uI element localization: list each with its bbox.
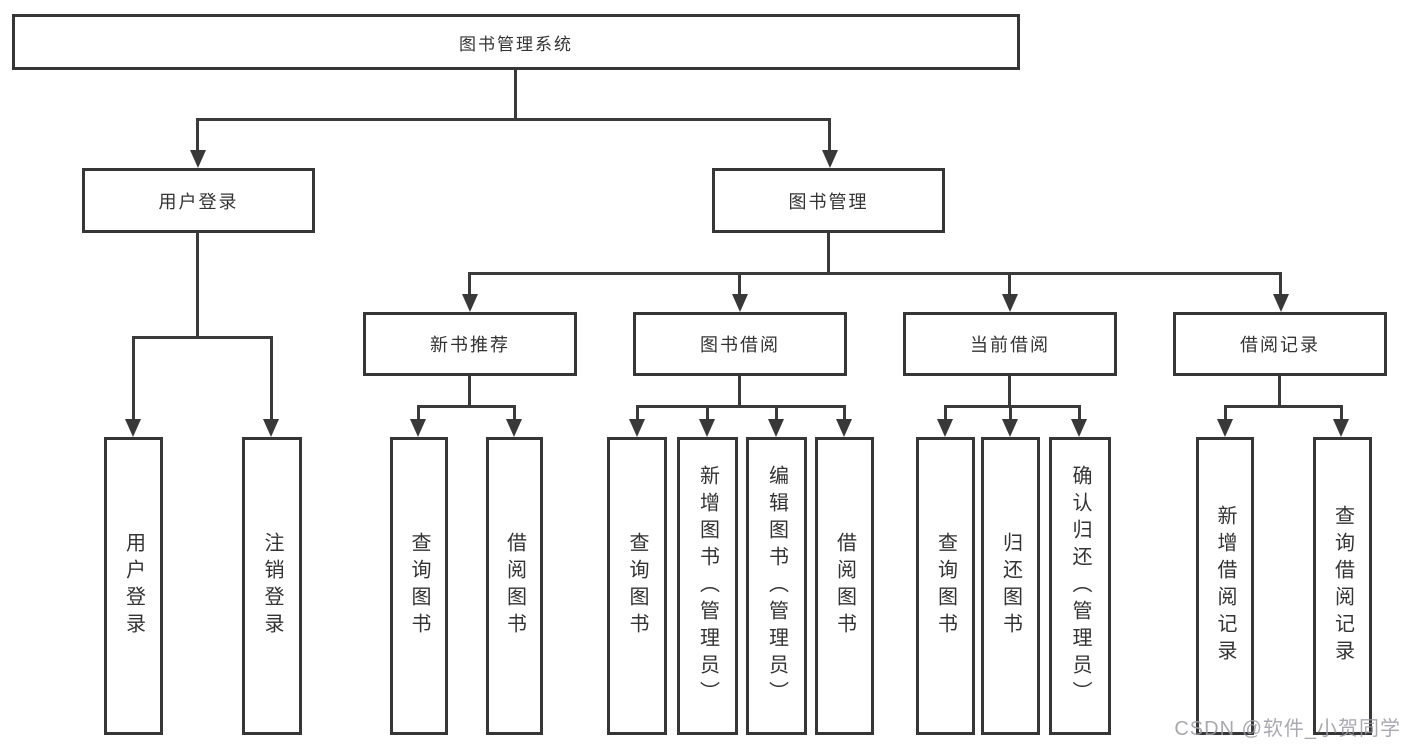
- arrow-down-icon: [937, 419, 953, 437]
- arrow-down-icon: [768, 419, 784, 437]
- arrow-down-icon: [1071, 419, 1087, 437]
- leaf-query-borrow-record: 查询借阅记录: [1313, 437, 1372, 735]
- leaf-add-books-admin: 新增图书（管理员）: [677, 437, 738, 735]
- connector-line: [1008, 376, 1011, 408]
- arrow-down-icon: [462, 294, 478, 312]
- arrow-down-icon: [1273, 294, 1289, 312]
- leaf-borrow-books-recommend-label: 借阅图书: [503, 532, 526, 640]
- arrow-down-icon: [1002, 419, 1018, 437]
- leaf-query-books-recommend-label: 查询图书: [408, 532, 430, 640]
- connector-line: [738, 272, 741, 296]
- node-book-management: 图书管理: [712, 168, 945, 233]
- connector-line: [196, 118, 830, 121]
- arrow-down-icon: [732, 294, 748, 312]
- connector-line: [196, 233, 199, 337]
- connector-line: [417, 405, 420, 421]
- connector-line: [944, 405, 947, 421]
- connector-line: [514, 70, 517, 118]
- arrow-down-icon: [125, 419, 141, 437]
- leaf-borrow-books: 借阅图书: [815, 437, 874, 735]
- arrow-down-icon: [836, 419, 852, 437]
- connector-line: [1279, 272, 1282, 296]
- arrow-down-icon: [263, 419, 279, 437]
- leaf-query-books-current-label: 查询图书: [934, 532, 957, 640]
- connector-line: [1008, 272, 1011, 296]
- leaf-query-books-borrow-label: 查询图书: [626, 532, 648, 640]
- leaf-confirm-return-admin-label: 确认归还（管理员）: [1069, 464, 1091, 708]
- arrow-down-icon: [190, 150, 206, 168]
- connector-line: [196, 118, 199, 152]
- leaf-add-borrow-record-label: 新增借阅记录: [1214, 505, 1236, 667]
- arrow-down-icon: [629, 419, 645, 437]
- connector-line: [738, 376, 741, 408]
- connector-line: [468, 272, 1282, 275]
- node-new-book-recommend: 新书推荐: [363, 312, 577, 376]
- arrow-down-icon: [410, 419, 426, 437]
- connector-line: [827, 233, 830, 273]
- leaf-edit-books-admin-label: 编辑图书（管理员）: [765, 464, 788, 708]
- connector-line: [417, 405, 516, 408]
- node-current-borrow: 当前借阅: [903, 312, 1117, 376]
- connector-line: [513, 405, 516, 421]
- node-root-library-system: 图书管理系统: [12, 14, 1020, 70]
- leaf-return-books-label: 归还图书: [999, 532, 1022, 640]
- connector-line: [944, 405, 1081, 408]
- leaf-borrow-books-label: 借阅图书: [833, 532, 856, 640]
- connector-line: [636, 405, 845, 408]
- arrow-down-icon: [699, 419, 715, 437]
- connector-line: [468, 272, 471, 296]
- leaf-query-books-recommend: 查询图书: [390, 437, 448, 735]
- connector-line: [843, 405, 846, 421]
- connector-line: [132, 336, 135, 421]
- connector-line: [636, 405, 639, 421]
- arrow-down-icon: [1002, 294, 1018, 312]
- leaf-add-borrow-record: 新增借阅记录: [1196, 437, 1254, 735]
- leaf-confirm-return-admin: 确认归还（管理员）: [1049, 437, 1111, 735]
- node-user-login: 用户登录: [82, 168, 315, 233]
- connector-line: [468, 376, 471, 408]
- connector-line: [132, 336, 272, 339]
- connector-line: [1340, 405, 1343, 421]
- connector-line: [706, 405, 709, 421]
- connector-line: [1224, 405, 1343, 408]
- leaf-return-books: 归还图书: [981, 437, 1040, 735]
- leaf-logout-login: 注销登录: [242, 437, 302, 735]
- node-book-borrow: 图书借阅: [633, 312, 847, 376]
- leaf-logout-login-label: 注销登录: [261, 532, 283, 640]
- connector-line: [1078, 405, 1081, 421]
- arrow-down-icon: [506, 419, 522, 437]
- leaf-query-borrow-record-label: 查询借阅记录: [1331, 505, 1354, 667]
- connector-line: [270, 336, 273, 421]
- connector-line: [1278, 376, 1281, 408]
- connector-line: [775, 405, 778, 421]
- arrow-down-icon: [1217, 419, 1233, 437]
- node-borrow-records: 借阅记录: [1173, 312, 1387, 376]
- watermark: CSDN @软件_小贺同学: [1174, 718, 1401, 740]
- leaf-user-login-label: 用户登录: [122, 532, 145, 640]
- leaf-query-books-borrow: 查询图书: [607, 437, 667, 735]
- connector-line: [828, 118, 831, 152]
- leaf-user-login: 用户登录: [104, 437, 163, 735]
- arrow-down-icon: [822, 150, 838, 168]
- leaf-borrow-books-recommend: 借阅图书: [486, 437, 543, 735]
- leaf-edit-books-admin: 编辑图书（管理员）: [746, 437, 807, 735]
- connector-line: [1009, 405, 1012, 421]
- leaf-add-books-admin-label: 新增图书（管理员）: [696, 464, 719, 708]
- leaf-query-books-current: 查询图书: [916, 437, 975, 735]
- connector-line: [1224, 405, 1227, 421]
- arrow-down-icon: [1333, 419, 1349, 437]
